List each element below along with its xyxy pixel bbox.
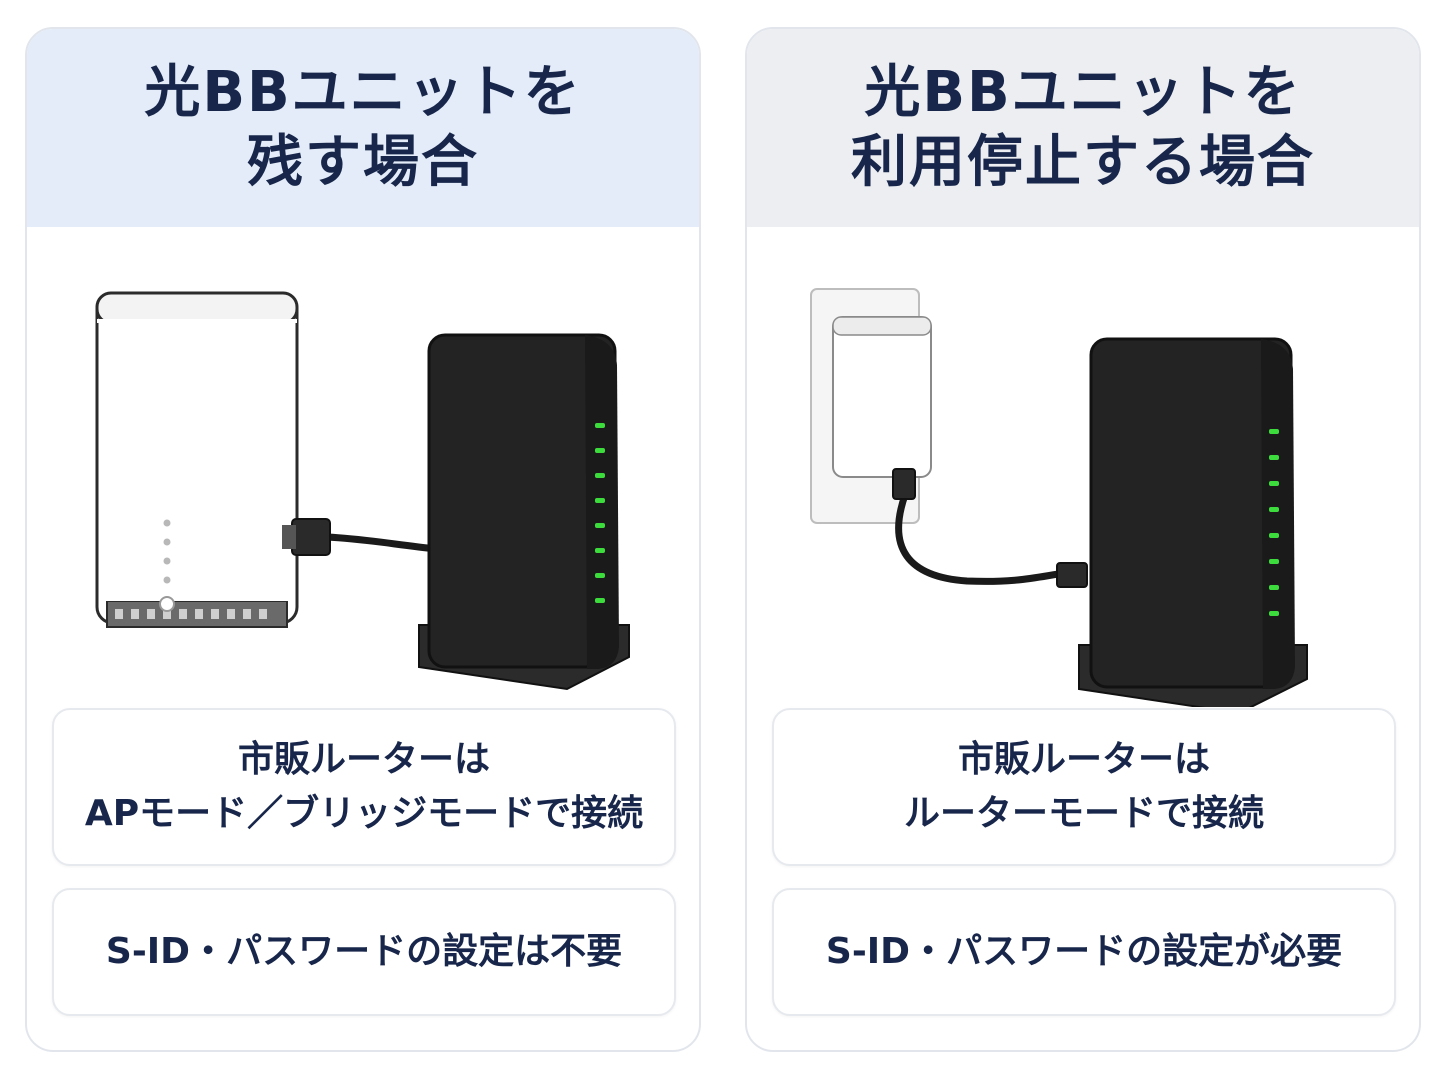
info-line-2: ルーターモードで接続	[903, 793, 1264, 834]
title-line-1: 光BBユニットを	[144, 60, 582, 125]
info-line-1: 市販ルーターは	[957, 739, 1210, 780]
info-box-connection-mode: 市販ルーターは APモード／ブリッジモードで接続	[52, 708, 676, 866]
bb-unit-device-icon	[95, 291, 299, 628]
title-line-2: 利用停止する場合	[851, 130, 1315, 195]
cable-icon	[892, 468, 1088, 588]
cable-icon	[282, 518, 441, 556]
title-line-2: 残す場合	[247, 130, 479, 195]
panel-keep-bb-unit: 光BBユニットを 残す場合	[25, 27, 701, 1052]
info-line-sid: S-ID・パスワードの設定が必要	[825, 931, 1343, 972]
illustration-keep	[27, 227, 699, 707]
panel-title-keep: 光BBユニットを 残す場合	[27, 29, 699, 227]
info-line-sid: S-ID・パスワードの設定は不要	[105, 931, 623, 972]
panel-stop-bb-unit: 光BBユニットを 利用停止する場合	[745, 27, 1421, 1052]
router-icon	[418, 333, 630, 691]
info-box-sid-password: S-ID・パスワードの設定が必要	[772, 888, 1396, 1016]
power-adapter-icon	[832, 316, 932, 478]
title-line-1: 光BBユニットを	[864, 60, 1302, 125]
router-icon	[1078, 337, 1308, 707]
info-box-connection-mode: 市販ルーターは ルーターモードで接続	[772, 708, 1396, 866]
info-box-sid-password: S-ID・パスワードの設定は不要	[52, 888, 676, 1016]
panel-title-stop: 光BBユニットを 利用停止する場合	[747, 29, 1419, 227]
info-line-1: 市販ルーターは	[237, 739, 490, 780]
illustration-stop	[747, 227, 1419, 707]
info-line-2: APモード／ブリッジモードで接続	[84, 793, 644, 834]
